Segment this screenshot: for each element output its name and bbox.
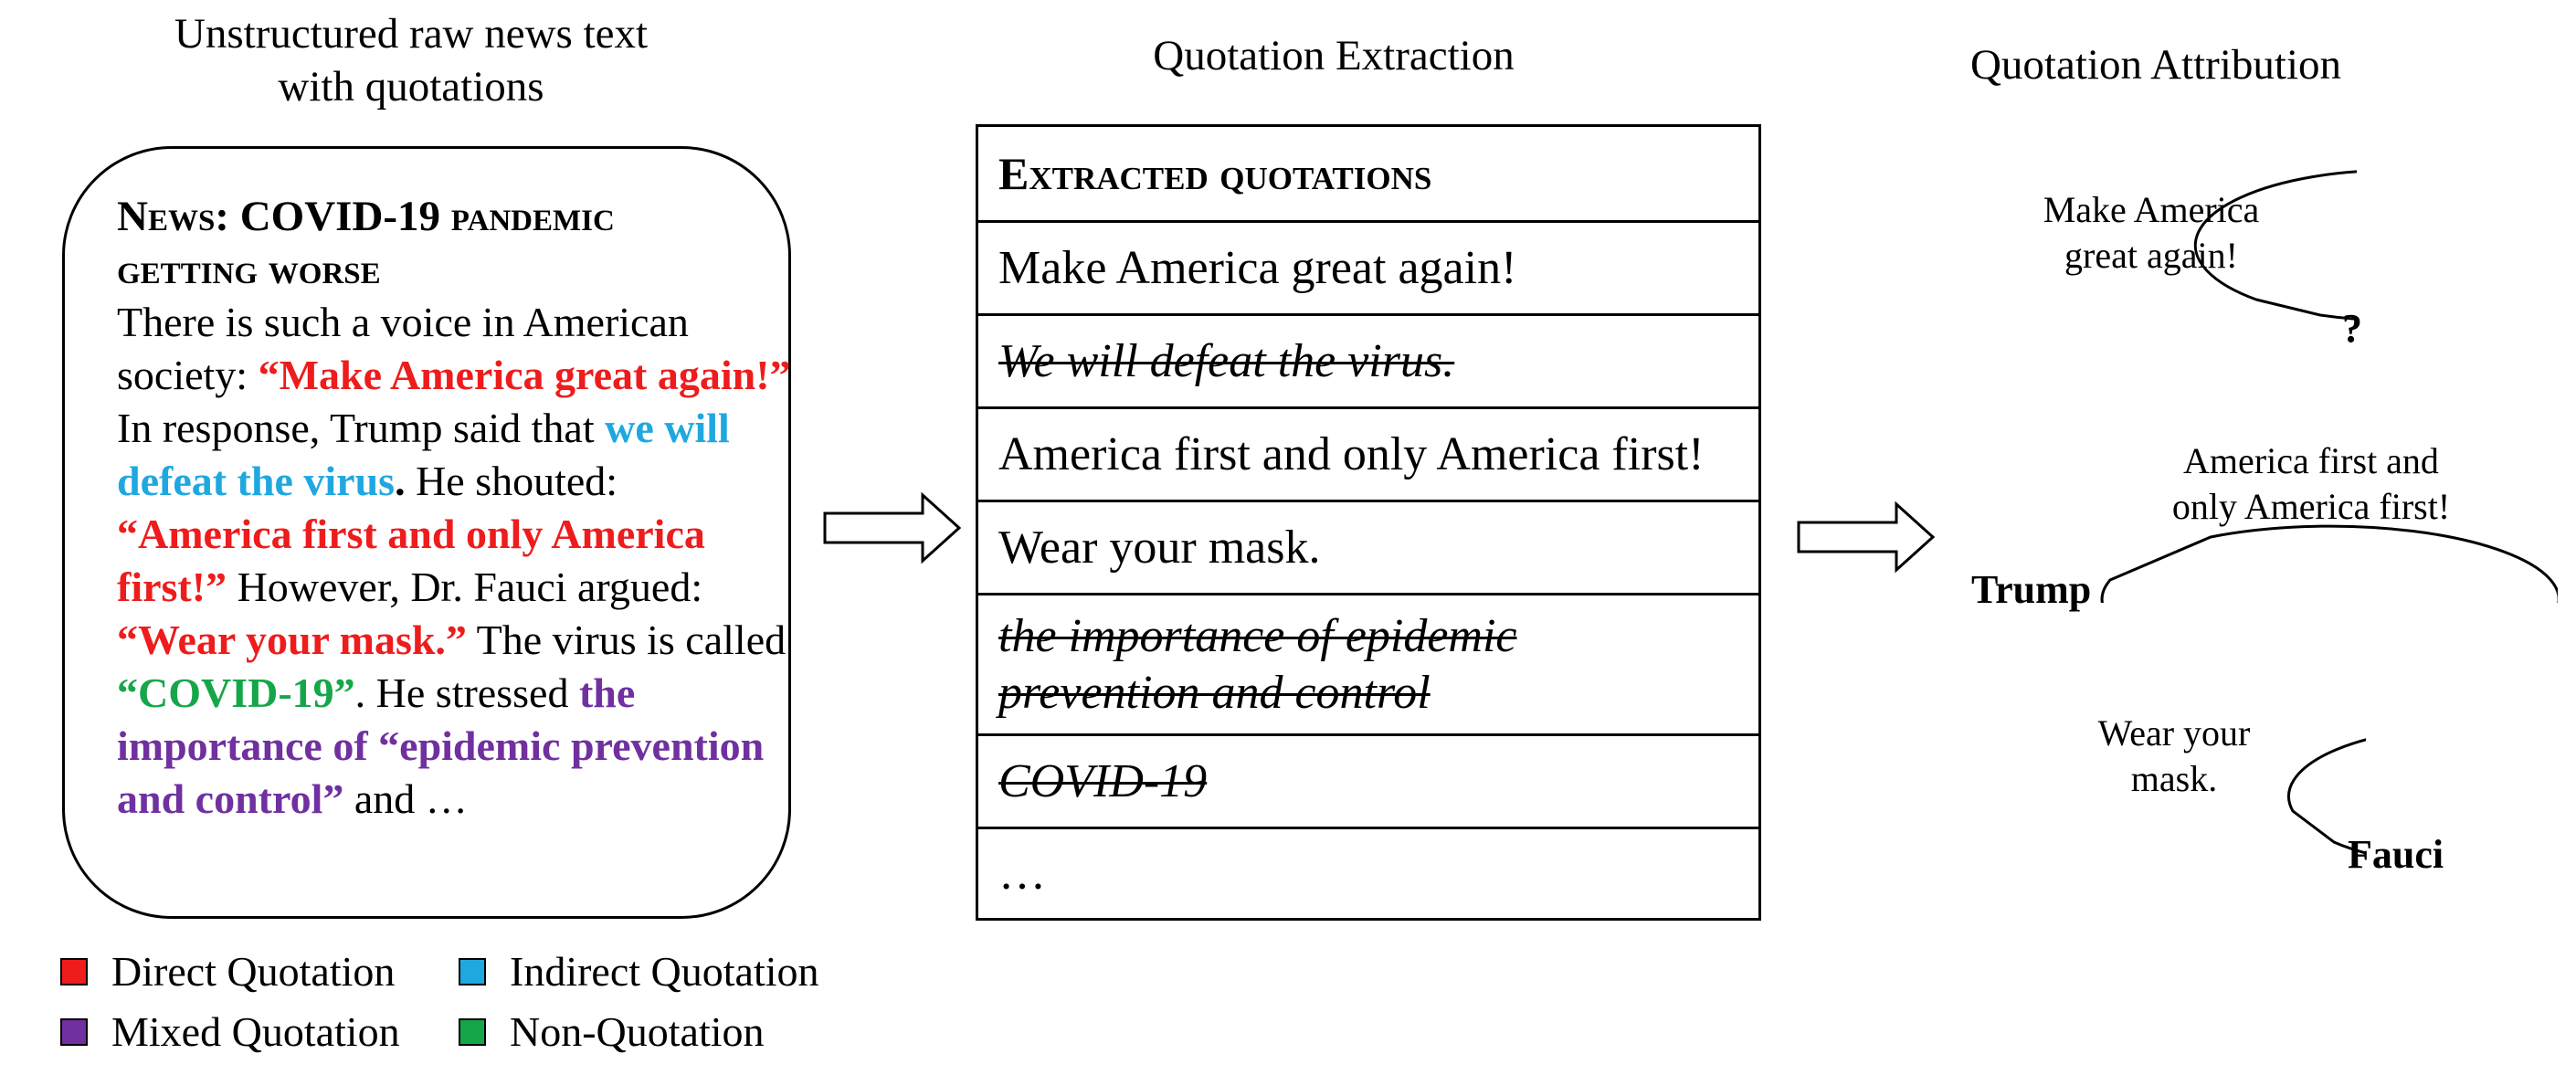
raw-news-heading-line2: with quotations: [278, 63, 544, 111]
bubble-3-line1: Wear your: [2097, 712, 2251, 754]
ellipsis-cell: …: [998, 847, 1046, 900]
table-row: Make America great again!: [978, 220, 1758, 313]
rejected-quotation-cell-line2: prevention and control: [998, 666, 1431, 719]
quotation-cell: America first and only America first!: [998, 427, 1705, 480]
bubble-2-line1: America first and: [2183, 440, 2439, 481]
speaker-unknown: ?: [2342, 306, 2362, 351]
table-row: the importance of epidemic prevention an…: [978, 593, 1758, 733]
bubble-1-line1: Make America: [2043, 189, 2260, 230]
table-row: We will defeat the virus.: [978, 313, 1758, 406]
mixed-quotation: the importance of “epidemic prevention a…: [117, 669, 765, 822]
table-row: …: [978, 827, 1758, 918]
news-segment: The virus is called: [466, 617, 787, 663]
table-row: COVID-19: [978, 733, 1758, 827]
news-title-line1: News: COVID-19 pandemic: [117, 193, 615, 240]
news-segment: There is such a voice in American societ…: [117, 299, 689, 398]
table-title: Extracted quotations: [998, 148, 1432, 199]
attribution-heading: Quotation Attribution: [1969, 41, 2342, 89]
news-text: News: COVID-19 pandemic getting worse Th…: [117, 190, 793, 826]
speech-bubble-1-icon: [2193, 170, 2357, 321]
table-header-row: Extracted quotations: [978, 127, 1758, 220]
table-row: Wear your mask.: [978, 500, 1758, 593]
table-row: America first and only America first!: [978, 406, 1758, 500]
bubble-3-line2: mask.: [2130, 758, 2218, 799]
news-segment: In response, Trump said that: [117, 405, 606, 451]
speaker-fauci: Fauci: [2348, 832, 2444, 877]
extraction-heading: Quotation Extraction: [1153, 32, 1515, 79]
quotation-cell: Wear your mask.: [998, 521, 1321, 574]
non-quotation: “COVID-19”: [117, 669, 355, 716]
direct-quotation: “Make America great again!”: [258, 352, 791, 398]
legend-label-mixed: Mixed Quotation: [111, 1008, 400, 1055]
arrow-to-extraction-icon: [823, 491, 962, 564]
rejected-quotation-cell: We will defeat the virus.: [998, 334, 1455, 387]
news-segment: . He stressed: [354, 669, 579, 716]
indirect-quotation: we will defeat the virus: [117, 405, 730, 504]
legend-swatch-non: [459, 1018, 486, 1046]
legend-label-indirect: Indirect Quotation: [510, 948, 819, 995]
raw-news-heading-line1: Unstructured raw news text: [174, 10, 649, 58]
speech-bubble-3-icon: [2287, 738, 2366, 855]
legend-non: Non-Quotation: [459, 1006, 765, 1058]
bubble-1-text: Make America great again!: [1982, 187, 2320, 279]
legend-mixed: Mixed Quotation: [60, 1006, 400, 1058]
news-box: [62, 146, 791, 919]
bubble-2-line2: only America first!: [2171, 486, 2451, 527]
legend-direct: Direct Quotation: [60, 946, 395, 997]
legend-indirect: Indirect Quotation: [459, 946, 819, 997]
news-segment: However, Dr. Fauci argued:: [227, 564, 703, 610]
speaker-trump: Trump: [1971, 567, 2092, 612]
news-title-line2: getting worse: [117, 246, 381, 293]
news-segment: and …: [343, 775, 468, 822]
legend-swatch-direct: [60, 958, 88, 985]
bubble-1-line2: great again!: [2064, 235, 2238, 276]
arrow-to-attribution-icon: [1797, 501, 1936, 574]
speech-bubble-2-icon: [2100, 524, 2558, 603]
news-title: News: COVID-19 pandemic getting worse: [117, 190, 793, 296]
rejected-quotation-cell: COVID-19: [998, 754, 1208, 807]
direct-quotation: “Wear your mask.”: [117, 617, 467, 663]
legend-swatch-indirect: [459, 958, 486, 985]
legend-swatch-mixed: [60, 1018, 88, 1046]
legend-label-direct: Direct Quotation: [111, 948, 396, 995]
rejected-quotation-cell-line1: the importance of epidemic: [998, 609, 1517, 662]
news-body: There is such a voice in American societ…: [117, 296, 793, 826]
bubble-2-text: America first and only America first!: [2101, 438, 2521, 530]
raw-news-heading: Unstructured raw news text with quotatio…: [155, 7, 667, 113]
direct-quotation: “America first and only America first!”: [117, 511, 705, 610]
legend-label-non: Non-Quotation: [510, 1008, 765, 1055]
quotation-cell: Make America great again!: [998, 241, 1517, 294]
news-segment: .: [395, 458, 406, 504]
news-segment: He shouted:: [405, 458, 618, 504]
extracted-quotations-table: Extracted quotations Make America great …: [976, 124, 1761, 921]
bubble-3-text: Wear your mask.: [2019, 711, 2329, 802]
